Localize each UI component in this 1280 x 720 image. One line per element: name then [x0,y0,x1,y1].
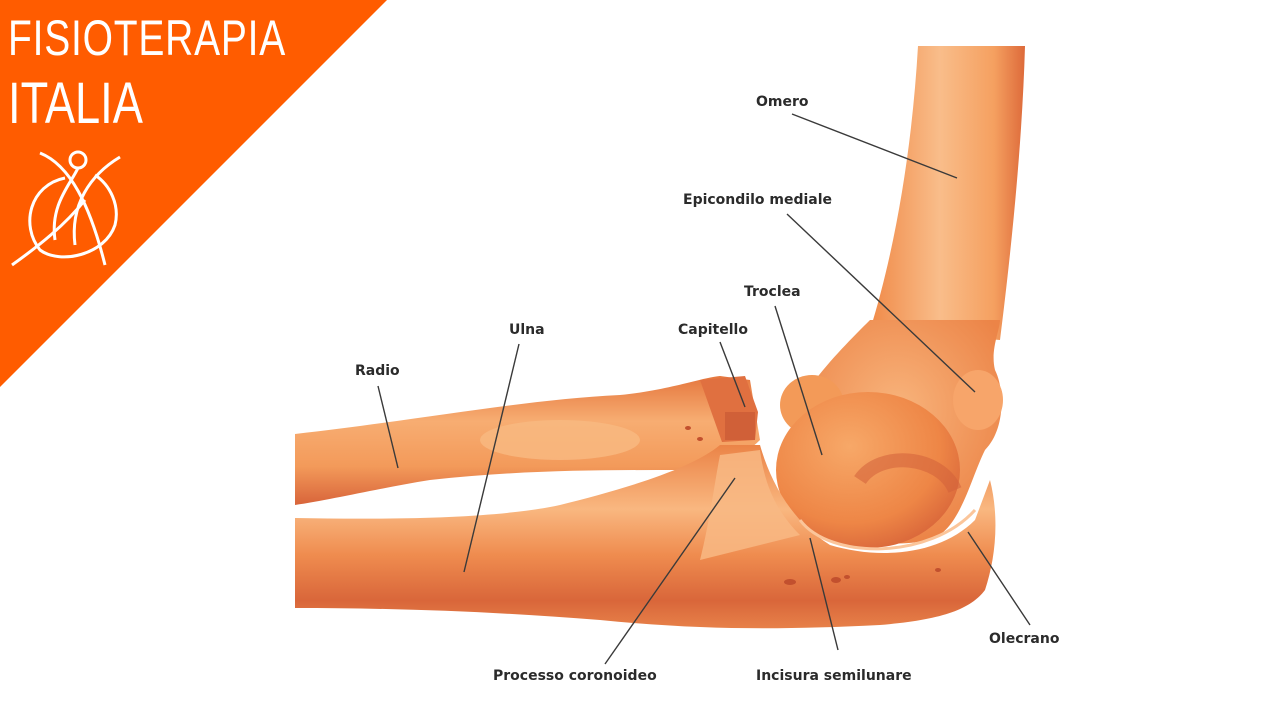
label-radio: Radio [355,363,400,379]
brand-name-line2: ITALIA [8,71,143,136]
human-figure-circle-icon [11,150,121,267]
brand-name-line1: FISIOTERAPIA [8,10,287,66]
label-epicondilo-mediale: Epicondilo mediale [683,192,833,208]
label-ulna: Ulna [509,322,545,338]
label-processo-coronoideo: Processo coronoideo [493,668,657,684]
label-omero: Omero [756,94,809,110]
label-incisura-semilunare: Incisura semilunare [756,668,912,684]
label-capitello: Capitello [678,322,748,338]
label-troclea: Troclea [744,284,801,300]
label-olecrano: Olecrano [989,631,1060,647]
